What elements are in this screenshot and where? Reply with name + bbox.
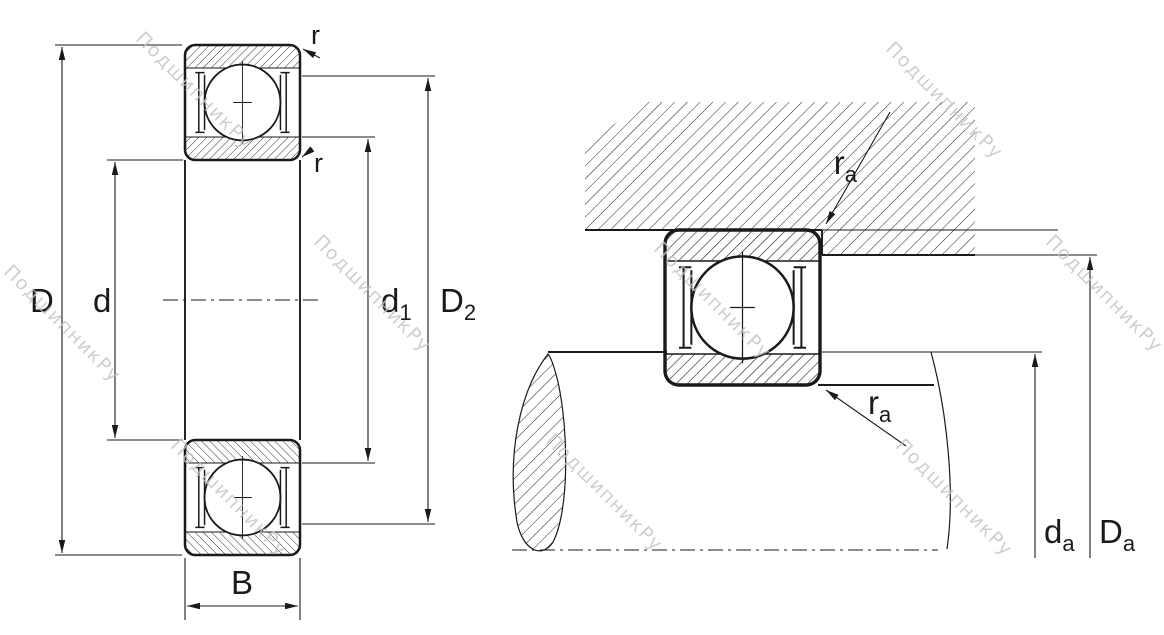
dimension-label-B: B [231, 564, 253, 601]
dimension-d1: d1 [302, 136, 412, 464]
dimension-label-ra-bottom: ra [868, 384, 892, 427]
watermarks: ПодшипникРу ПодшипникРу ПодшипникРу Подш… [0, 28, 1164, 561]
dimension-ra-bottom: ra [825, 384, 907, 447]
dimension-label-ra-top: ra [834, 144, 858, 187]
dimension-r-outer: r [302, 20, 321, 59]
watermark-text: ПодшипникРу [1041, 231, 1164, 357]
housing-section [585, 102, 975, 255]
dimension-label-Da: Da [1099, 513, 1136, 556]
dimension-label-D: D [30, 282, 54, 319]
dimension-label-r-inner: r [314, 148, 323, 178]
dimension-label-D2: D2 [440, 282, 476, 325]
dimension-D2: D2 [302, 75, 476, 525]
left-view-bearing-section [163, 43, 322, 557]
dimension-r-inner: r [301, 146, 323, 178]
dimension-label-d: d [93, 282, 111, 319]
dimension-B: B [184, 558, 301, 620]
dimension-label-d1: d1 [381, 282, 412, 325]
shaft-end-curve [930, 351, 951, 550]
dimension-label-r-outer: r [311, 20, 320, 50]
dimension-label-da: da [1044, 513, 1075, 556]
dimension-Da: Da [1086, 257, 1136, 558]
bearing-section-mounted [663, 228, 822, 387]
right-view-mounting-section [512, 102, 1097, 552]
watermark-text: ПодшипникРу [891, 435, 1017, 561]
shaft-break-section [512, 353, 567, 552]
dimension-D: D [30, 44, 182, 556]
watermark-text: ПодшипникРу [0, 261, 125, 387]
dimension-ra-top: ra [825, 111, 891, 225]
dimension-d: d [93, 159, 183, 441]
watermark-text: ПодшипникРу [309, 231, 435, 357]
dimension-da: da [822, 351, 1075, 558]
